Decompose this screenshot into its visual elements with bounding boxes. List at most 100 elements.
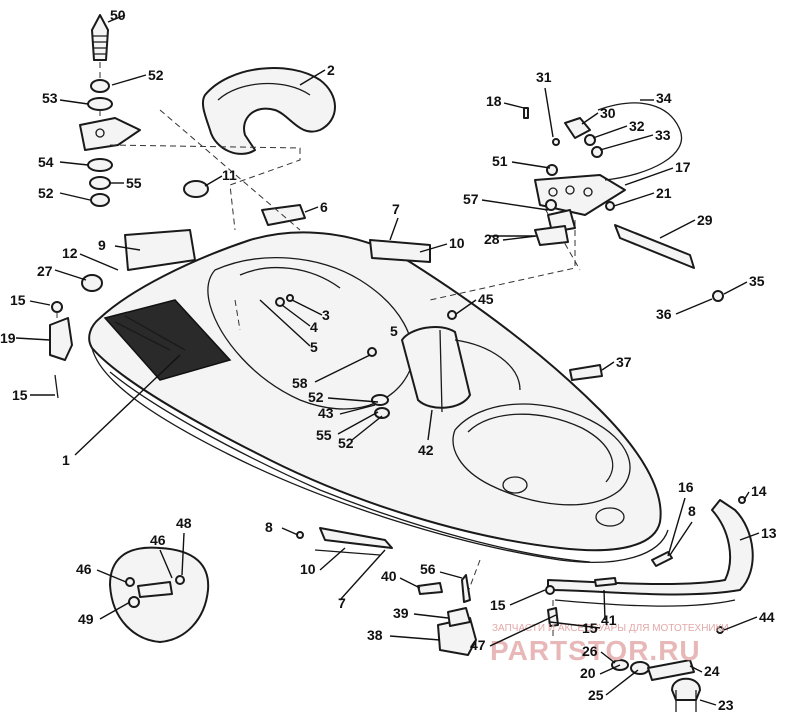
callout-leader-42 [427,409,433,441]
callout-leader-32 [592,125,628,139]
callout-44: 44 [759,609,775,625]
callout-24: 24 [704,663,720,679]
deck-small-parts [49,180,603,419]
callout-46: 46 [76,561,92,577]
callout-48: 48 [176,515,192,531]
callout-5: 5 [310,339,318,355]
callout-leader-54 [59,161,89,166]
callout-55: 55 [126,175,142,191]
callout-26: 26 [582,643,598,659]
callout-leader-1 [74,354,181,456]
hull-body [88,231,669,563]
callout-56: 56 [420,561,436,577]
callout-leader-10 [419,243,448,253]
callout-10: 10 [449,235,465,251]
callout-16: 16 [678,479,694,495]
callout-leader-6 [304,206,319,213]
callout-leader-46 [159,549,173,579]
callout-leader-15 [29,300,51,306]
callout-leader-26 [600,651,616,664]
callout-leader-41 [603,589,606,621]
callout-leader-52 [111,74,147,86]
watermark-brand: PARTSTOR.RU [490,635,701,666]
callout-leader-29 [659,219,696,239]
callout-23: 23 [718,697,734,713]
callout-leader-45 [455,299,477,315]
callout-39: 39 [393,605,409,621]
callout-47: 47 [470,637,486,653]
watermark-caption: ЗАПЧАСТИ И АКСЕССУАРЫ ДЛЯ МОТОТЕХНИКИ [492,623,729,634]
callout-6: 6 [320,199,328,215]
callout-leader-14 [743,491,750,501]
callout-leader-31 [544,87,554,138]
rail-strips [296,527,393,556]
callout-leader-21 [613,192,655,207]
callout-54: 54 [38,154,54,170]
callout-17: 17 [675,159,691,175]
callout-11: 11 [222,167,237,183]
callout-leader-7 [389,217,399,241]
callout-45: 45 [478,291,494,307]
stern-plate [109,546,210,643]
callout-15: 15 [582,620,598,636]
callout-leader-30 [581,112,599,125]
callout-1: 1 [62,452,70,468]
callout-leader-2 [299,69,326,86]
callout-46: 46 [150,532,166,548]
callout-42: 42 [418,442,434,458]
callout-4: 4 [310,319,318,335]
callout-leader-36 [675,298,713,315]
callout-leader-28 [502,235,537,241]
throttle-mechanism [490,102,724,302]
callout-12: 12 [62,245,78,261]
callout-57: 57 [463,191,479,207]
callout-leader-27 [54,269,87,281]
callout-leader-43 [339,404,376,415]
callout-19: 19 [0,330,16,346]
callout-leader-47 [489,614,557,647]
callout-3: 3 [322,307,330,323]
callout-40: 40 [381,568,397,584]
callout-28: 28 [484,231,500,247]
callout-14: 14 [751,483,767,499]
callout-leader-52 [327,397,379,403]
callout-5: 5 [390,323,398,339]
callout-leader-44 [723,616,758,631]
callout-leader-15 [509,589,546,606]
callout-leader-40 [399,577,421,589]
callout-18: 18 [486,93,502,109]
callout-leader-23 [699,699,717,706]
callout-52: 52 [148,67,164,83]
callout-leader-52 [351,415,383,441]
callout-leader-16 [667,497,686,557]
callout-leader-7 [339,549,386,601]
callout-27: 27 [37,263,53,279]
callout-leader-8 [669,521,693,556]
callout-55: 55 [316,427,332,443]
callout-leader-38 [389,635,441,641]
callout-leader-39 [413,613,449,619]
callout-leader-8 [281,527,299,536]
callout-58: 58 [292,375,308,391]
callout-13: 13 [761,525,777,541]
callout-52: 52 [308,389,324,405]
callout-10: 10 [300,561,316,577]
callout-leader-25 [605,669,639,696]
callout-52: 52 [338,435,354,451]
callout-37: 37 [616,354,632,370]
callout-leader-35 [723,281,748,295]
watermark: ЗАПЧАСТИ И АКСЕССУАРЫ ДЛЯ МОТОТЕХНИКИ PA… [490,623,729,666]
callout-43: 43 [318,405,334,421]
callout-50: 50 [110,7,126,23]
callout-leader-3 [291,299,323,316]
lower-bracket [417,574,477,656]
callout-leader-4 [281,304,311,327]
callout-51: 51 [492,153,508,169]
callout-53: 53 [42,90,58,106]
callout-20: 20 [580,665,596,681]
callout-leader-24 [689,665,703,673]
callout-7: 7 [338,595,346,611]
callout-30: 30 [600,105,616,121]
callout-leader-20 [599,664,621,675]
callout-15: 15 [490,597,506,613]
